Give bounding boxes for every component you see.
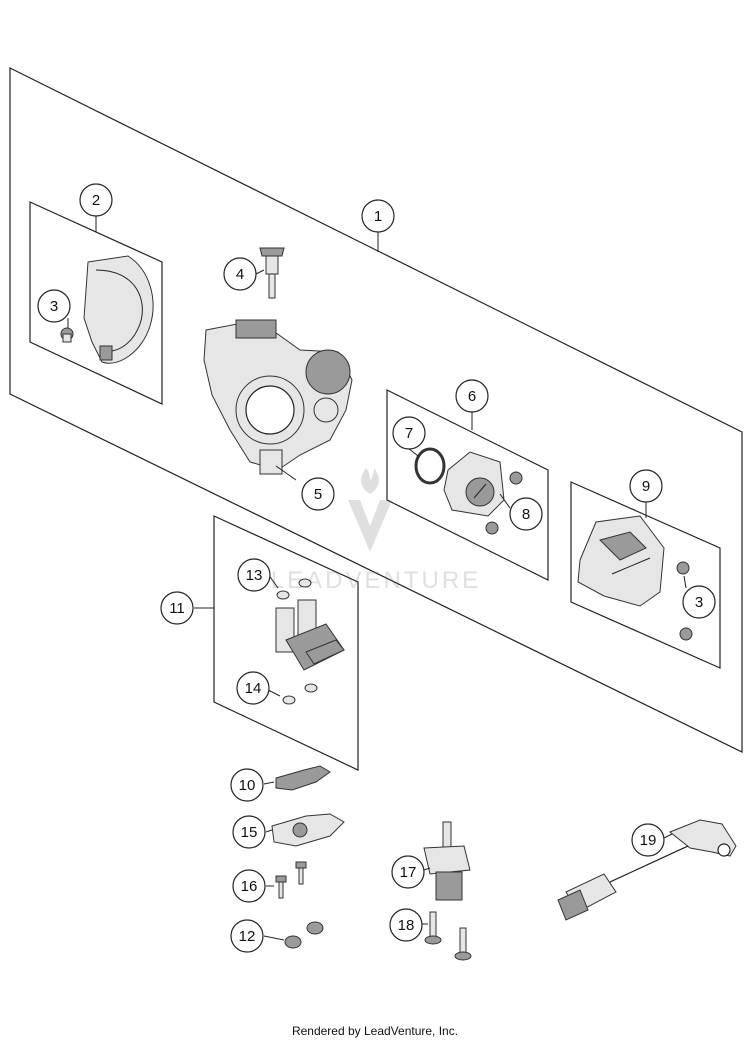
callout-8-label: 8 xyxy=(522,506,530,523)
part-19-cable-sensor xyxy=(557,819,737,921)
part-2-cover xyxy=(83,255,154,364)
callout-6-label: 6 xyxy=(468,388,476,405)
part-12-nuts xyxy=(284,921,324,949)
callout-9-label: 9 xyxy=(642,478,650,495)
callout-3-left-label: 3 xyxy=(50,298,58,315)
callout-16-label: 16 xyxy=(241,878,258,895)
part-18-screws xyxy=(424,911,472,961)
part-3-bolt-left xyxy=(60,327,74,343)
part-5-throttle-body xyxy=(203,319,353,475)
callout-11-label: 11 xyxy=(169,600,185,617)
callout-17: 17 xyxy=(391,855,425,889)
callout-12: 12 xyxy=(230,919,264,953)
callout-7: 7 xyxy=(392,416,426,450)
callout-7-label: 7 xyxy=(405,425,413,442)
callout-13: 13 xyxy=(237,558,271,592)
callout-8: 8 xyxy=(509,497,543,531)
callout-14: 14 xyxy=(236,671,270,705)
callout-4: 4 xyxy=(223,257,257,291)
callout-10-label: 10 xyxy=(239,777,256,794)
callout-19-label: 19 xyxy=(640,832,657,849)
callout-12-label: 12 xyxy=(239,928,256,945)
callout-15-label: 15 xyxy=(241,824,258,841)
part-9-actuator xyxy=(577,515,665,607)
part-6-sensor xyxy=(443,451,505,517)
callout-2: 2 xyxy=(79,183,113,217)
part-7-o-ring xyxy=(414,447,446,485)
callout-11: 11 xyxy=(160,591,194,625)
assembly-panel-1 xyxy=(9,67,743,753)
part-14-washers xyxy=(282,683,318,705)
part-17-sensor xyxy=(423,821,471,901)
part-8-screws xyxy=(485,471,523,535)
callout-10: 10 xyxy=(230,768,264,802)
part-16-bolts xyxy=(275,861,307,899)
part-10-clip xyxy=(275,765,331,791)
callout-13-label: 13 xyxy=(246,567,263,584)
part-15-fuel-rail xyxy=(271,813,345,847)
callout-1-label: 1 xyxy=(374,208,382,225)
callout-9: 9 xyxy=(629,469,663,503)
callout-18-label: 18 xyxy=(398,917,415,934)
rendered-by-footer: Rendered by LeadVenture, Inc. xyxy=(291,1024,459,1038)
part-13-washers xyxy=(276,578,312,600)
callout-16: 16 xyxy=(232,869,266,903)
callout-15: 15 xyxy=(232,815,266,849)
callout-17-label: 17 xyxy=(400,864,417,881)
callouts: 1 2 3 3 4 5 6 7 8 9 10 11 12 13 14 15 16… xyxy=(37,183,716,953)
callout-14-label: 14 xyxy=(245,680,262,697)
callout-18: 18 xyxy=(389,908,423,942)
callout-5: 5 xyxy=(301,477,335,511)
callout-2-label: 2 xyxy=(92,192,100,209)
callout-19: 19 xyxy=(631,823,665,857)
part-11-injectors xyxy=(275,599,345,671)
callout-6: 6 xyxy=(455,379,489,413)
callout-3-left: 3 xyxy=(37,289,71,323)
part-3-bolts-right xyxy=(676,561,693,641)
callout-3-right-label: 3 xyxy=(695,594,703,611)
callout-3-right: 3 xyxy=(682,585,716,619)
part-4-adjust-screw xyxy=(259,247,285,299)
callout-1: 1 xyxy=(361,199,395,233)
callout-5-label: 5 xyxy=(314,486,322,503)
callout-4-label: 4 xyxy=(236,266,244,283)
